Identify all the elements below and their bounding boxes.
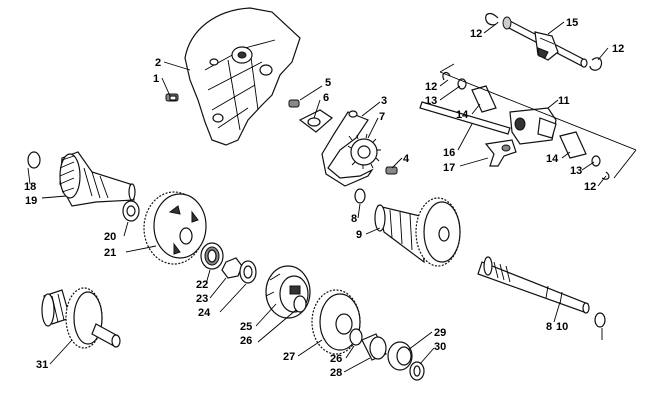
- part-10-shaft: [477, 256, 590, 314]
- assembly-bracket-line-a: [439, 71, 637, 151]
- callout-20: 20: [104, 231, 116, 243]
- part-8-ring-a: [354, 188, 366, 204]
- part-31-gear-shaft: [41, 287, 121, 349]
- callout-1: 1: [153, 73, 159, 85]
- callout-10: 10: [556, 321, 568, 333]
- callout-14-lower: 14: [546, 153, 559, 165]
- part-22-bearing: [200, 242, 224, 270]
- callout-2: 2: [155, 57, 161, 69]
- part-29-bushing: [387, 341, 413, 371]
- part-19-shaft: [59, 151, 136, 207]
- part-3-plate: [321, 110, 374, 187]
- callout-11: 11: [558, 95, 570, 107]
- callout-12-bottom: 12: [584, 181, 596, 193]
- callout-12-top-left: 12: [470, 28, 482, 40]
- callout-23: 23: [196, 293, 208, 305]
- part-4-bolt: [385, 166, 398, 175]
- callout-6: 6: [323, 92, 329, 104]
- part-26-ring-b: [349, 328, 363, 346]
- part-15-shaft: [502, 16, 588, 68]
- part-7-sprocket: [347, 133, 381, 169]
- part-21-gear: [143, 191, 207, 265]
- callout-14-upper: 14: [456, 109, 469, 121]
- callout-5: 5: [325, 77, 331, 89]
- part-26-ring-a: [293, 295, 307, 313]
- assembly-bracket-line-c: [439, 63, 455, 73]
- assembly-bracket-line-b: [613, 149, 637, 179]
- leader-lines: [27, 21, 609, 373]
- part-12-clip-a: [485, 12, 499, 26]
- part-12-clip-b: [589, 57, 603, 71]
- part-5-screw: [288, 99, 300, 108]
- callout-8-upper: 8: [351, 213, 357, 225]
- callout-21: 21: [104, 247, 116, 259]
- callout-13-upper: 13: [425, 95, 437, 107]
- callout-26-left: 26: [240, 335, 252, 347]
- callout-13-lower: 13: [570, 165, 582, 177]
- part-12-clip-c: [442, 71, 451, 81]
- callout-4: 4: [403, 153, 410, 165]
- part-13-washer-b: [591, 155, 601, 167]
- part-8-ring-b: [594, 312, 606, 328]
- callout-19: 19: [25, 195, 37, 207]
- callout-25: 25: [240, 321, 252, 333]
- callout-28: 28: [330, 367, 342, 379]
- callout-15: 15: [566, 17, 578, 29]
- callout-labels: 2 1 3 4 5 6 7 8 8 9 10 11 12 12 12 12 13…: [24, 17, 624, 379]
- callout-27: 27: [283, 351, 295, 363]
- callout-7: 7: [379, 111, 385, 123]
- part-18-ring: [27, 151, 41, 169]
- part-24-ring: [239, 260, 257, 284]
- callout-22: 22: [196, 279, 208, 291]
- callout-26-right: 26: [330, 353, 342, 365]
- callout-30: 30: [434, 341, 446, 353]
- part-30-washer: [409, 361, 425, 381]
- callout-24: 24: [198, 307, 211, 319]
- callout-18: 18: [24, 181, 36, 193]
- callout-9: 9: [356, 229, 362, 241]
- callout-12-top-right: 12: [612, 43, 624, 55]
- callout-31: 31: [36, 359, 48, 371]
- callout-12-mid: 12: [425, 81, 437, 93]
- callout-16: 16: [443, 147, 455, 159]
- part-2-cover: [184, 7, 301, 146]
- part-17-shift-arm: [484, 139, 517, 167]
- part-16-rod: [419, 101, 511, 135]
- part-1-bolt: [165, 93, 179, 102]
- callout-29: 29: [434, 327, 446, 339]
- part-23-nut: [221, 257, 243, 279]
- part-20-washer: [122, 200, 140, 222]
- callout-8-lower: 8: [546, 321, 552, 333]
- callout-3: 3: [381, 95, 387, 107]
- part-9-gear-shaft: [374, 197, 461, 267]
- part-14-spring-b: [559, 131, 587, 159]
- part-28-bushing: [361, 333, 387, 361]
- callout-17: 17: [443, 162, 455, 174]
- part-12-clip-d: [601, 171, 610, 180]
- part-14-spring-a: [471, 85, 497, 113]
- part-11-fork: [509, 107, 557, 145]
